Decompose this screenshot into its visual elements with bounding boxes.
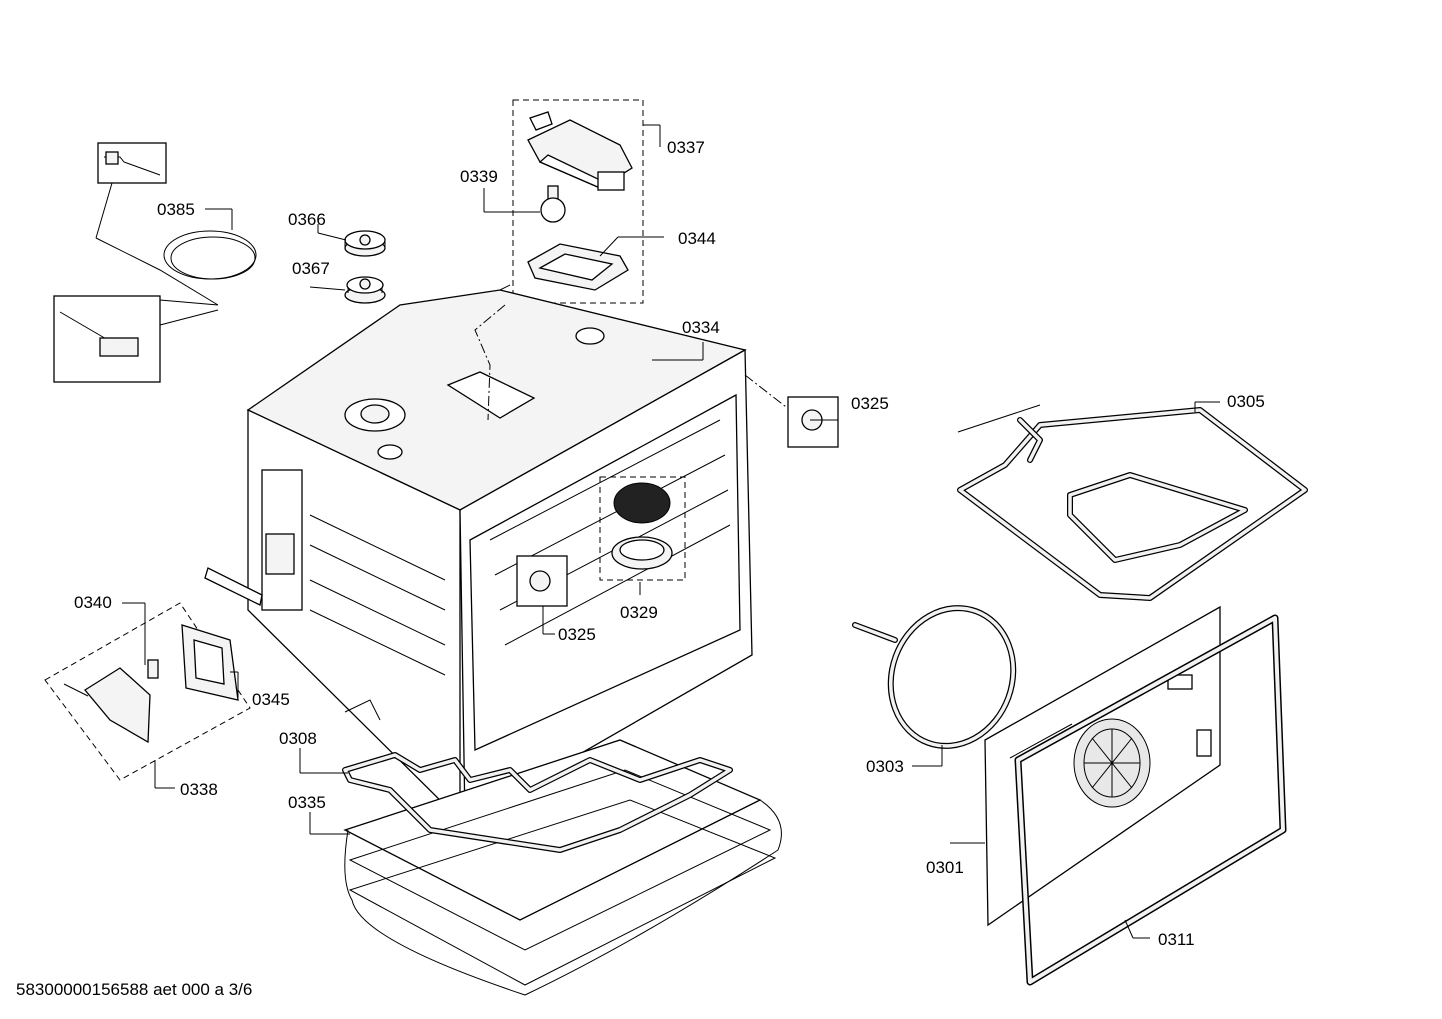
callout-0301: 0301: [926, 858, 964, 877]
callout-0325-inner: 0325: [558, 625, 596, 644]
callout-0329: 0329: [620, 603, 658, 622]
callout-0337: 0337: [667, 138, 705, 157]
callout-0334: 0334: [682, 318, 720, 337]
callout-0305: 0305: [1227, 392, 1265, 411]
part-0325-inner: [516, 555, 568, 607]
callout-0345: 0345: [252, 690, 290, 709]
part-0340-small-part: [147, 659, 159, 679]
part-0366-cap: [344, 230, 386, 257]
document-id-footer: 58300000156588 aet 000 a 3/6: [16, 980, 253, 999]
part-0329-fan: [599, 476, 686, 581]
callout-0340: 0340: [74, 593, 112, 612]
part-0339-bulb: [540, 185, 566, 223]
part-0338-switch: [63, 667, 151, 744]
callout-0366: 0366: [288, 210, 326, 229]
part-0308-bottom-element: [342, 699, 733, 853]
callout-0335: 0335: [288, 793, 326, 812]
part-0334-oven-cavity: [204, 284, 791, 822]
callout-labels: 0385 0366 0367 0339 0337 0344 0334 0325 …: [74, 138, 1265, 949]
part-0303-ring-element: [852, 605, 1017, 749]
callout-0344: 0344: [678, 229, 716, 248]
part-0344-lamp-cover: [527, 243, 629, 291]
callout-0325-top: 0325: [851, 394, 889, 413]
callout-0303: 0303: [866, 757, 904, 776]
control-group-frame: [44, 602, 251, 781]
part-0325-top-right: [787, 396, 839, 448]
callout-0308: 0308: [279, 729, 317, 748]
callout-0385: 0385: [157, 200, 195, 219]
part-0335-insulation: [343, 739, 782, 996]
callout-0338: 0338: [180, 780, 218, 799]
callout-0311: 0311: [1158, 930, 1195, 949]
part-0305-grill-element: [957, 404, 1308, 601]
part-0337-lamp-housing: [527, 111, 633, 191]
part-0367-cap: [344, 276, 386, 304]
part-0311-door-seal: [1014, 614, 1287, 986]
lamp-group-frame: [512, 99, 644, 304]
part-0345-knob-housing: [181, 624, 239, 701]
callout-0367: 0367: [292, 259, 330, 278]
part-0301-rear-panel: [984, 605, 1221, 927]
leader-lines: [122, 124, 1220, 939]
part-0385-probe-cable: [53, 142, 257, 383]
callout-0339: 0339: [460, 167, 498, 186]
